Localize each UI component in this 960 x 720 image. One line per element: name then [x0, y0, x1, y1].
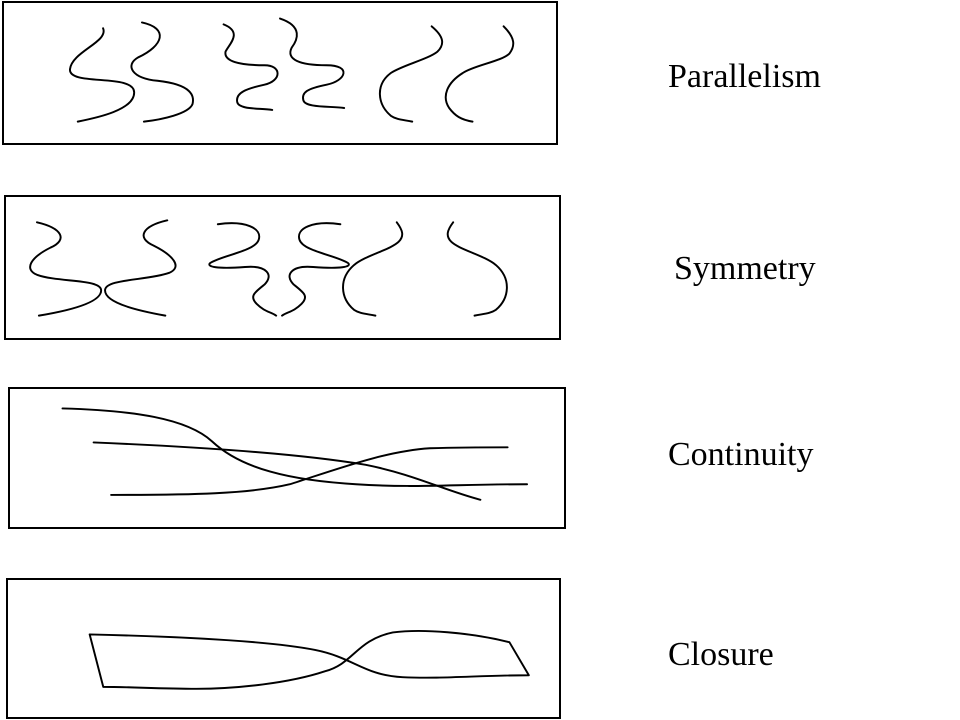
- closure-outline: [88, 630, 530, 690]
- parallelism-curves: [69, 17, 515, 123]
- parallel-curve-3b: [444, 25, 515, 123]
- parallelism-label: Parallelism: [668, 58, 821, 95]
- continuity-curve-3: [110, 446, 509, 496]
- symmetry-curve-1b: [104, 219, 177, 317]
- closure-label: Closure: [668, 636, 774, 673]
- parallel-curve-3a: [378, 25, 444, 123]
- parallel-curve-1a: [69, 27, 136, 123]
- closure-shape: [88, 630, 530, 690]
- symmetry-curve-3b: [446, 221, 508, 317]
- parallel-curve-1b: [130, 21, 194, 123]
- closure-panel: [6, 578, 561, 719]
- symmetry-curve-2a: [208, 222, 278, 317]
- continuity-curves: [61, 407, 529, 501]
- symmetry-curve-2b: [281, 222, 350, 317]
- symmetry-label: Symmetry: [674, 250, 816, 287]
- symmetry-curve-1a: [29, 221, 103, 317]
- symmetry-curves: [29, 219, 508, 317]
- parallel-curve-2b: [279, 17, 346, 109]
- continuity-panel: [8, 387, 566, 529]
- parallelism-panel: [2, 1, 558, 145]
- continuity-label: Continuity: [668, 436, 814, 473]
- parallel-curve-2a: [222, 23, 279, 111]
- symmetry-curve-3a: [342, 221, 404, 317]
- symmetry-panel: [4, 195, 561, 340]
- continuity-curve-2: [92, 441, 482, 501]
